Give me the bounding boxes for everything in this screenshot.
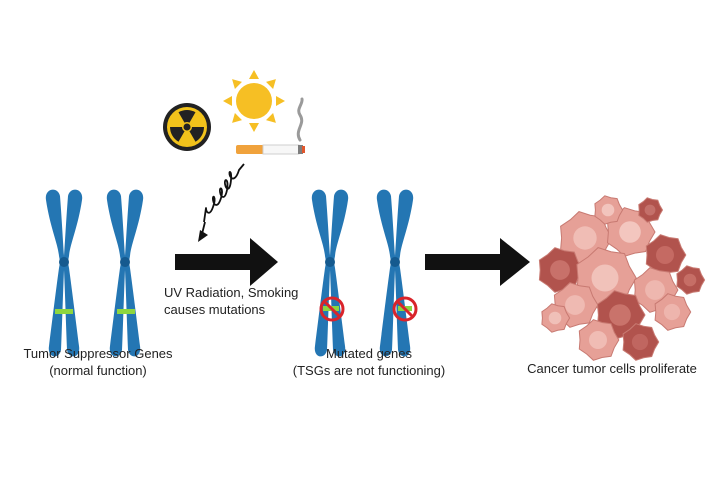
cancer-cell: [578, 319, 620, 361]
arrow-right-icon: [425, 238, 530, 286]
sun-icon: [223, 70, 285, 132]
uv-ray-icon: [198, 163, 245, 242]
mutated-chromosome-left: [311, 189, 349, 357]
normal-chromosome-right: [106, 189, 144, 357]
prohibit-icon: [392, 296, 418, 322]
cancer-cell: [622, 323, 660, 361]
radiation-hazard-icon: [163, 103, 211, 151]
cancer-cell: [654, 293, 692, 331]
label-cancer-cells: Cancer tumor cells proliferate: [527, 361, 697, 376]
cancer-cell: [594, 195, 624, 225]
normal-chromosome-left: [45, 189, 83, 357]
cancer-cell: [645, 234, 687, 276]
mutated-chromosome-right: [376, 189, 418, 357]
arrow-right-icon: [175, 238, 278, 286]
gene-band: [117, 309, 135, 314]
cancer-cell: [676, 265, 706, 295]
label-cause: UV Radiation, Smoking causes mutations: [164, 285, 299, 317]
smoke-icon: [296, 97, 304, 142]
cancer-cell: [538, 247, 584, 293]
prohibit-icon: [319, 296, 345, 322]
cigarette-icon: [236, 97, 305, 155]
label-normal-genes: Tumor Suppressor Genes (normal function): [23, 346, 173, 378]
cancer-cell: [638, 197, 664, 223]
label-mutated-genes: Mutated genes (TSGs are not functioning): [292, 346, 446, 378]
gene-band: [55, 309, 73, 314]
cancer-cell-cluster: [538, 195, 706, 361]
cancer-cell: [541, 303, 571, 333]
cancer-cell: [606, 207, 656, 257]
